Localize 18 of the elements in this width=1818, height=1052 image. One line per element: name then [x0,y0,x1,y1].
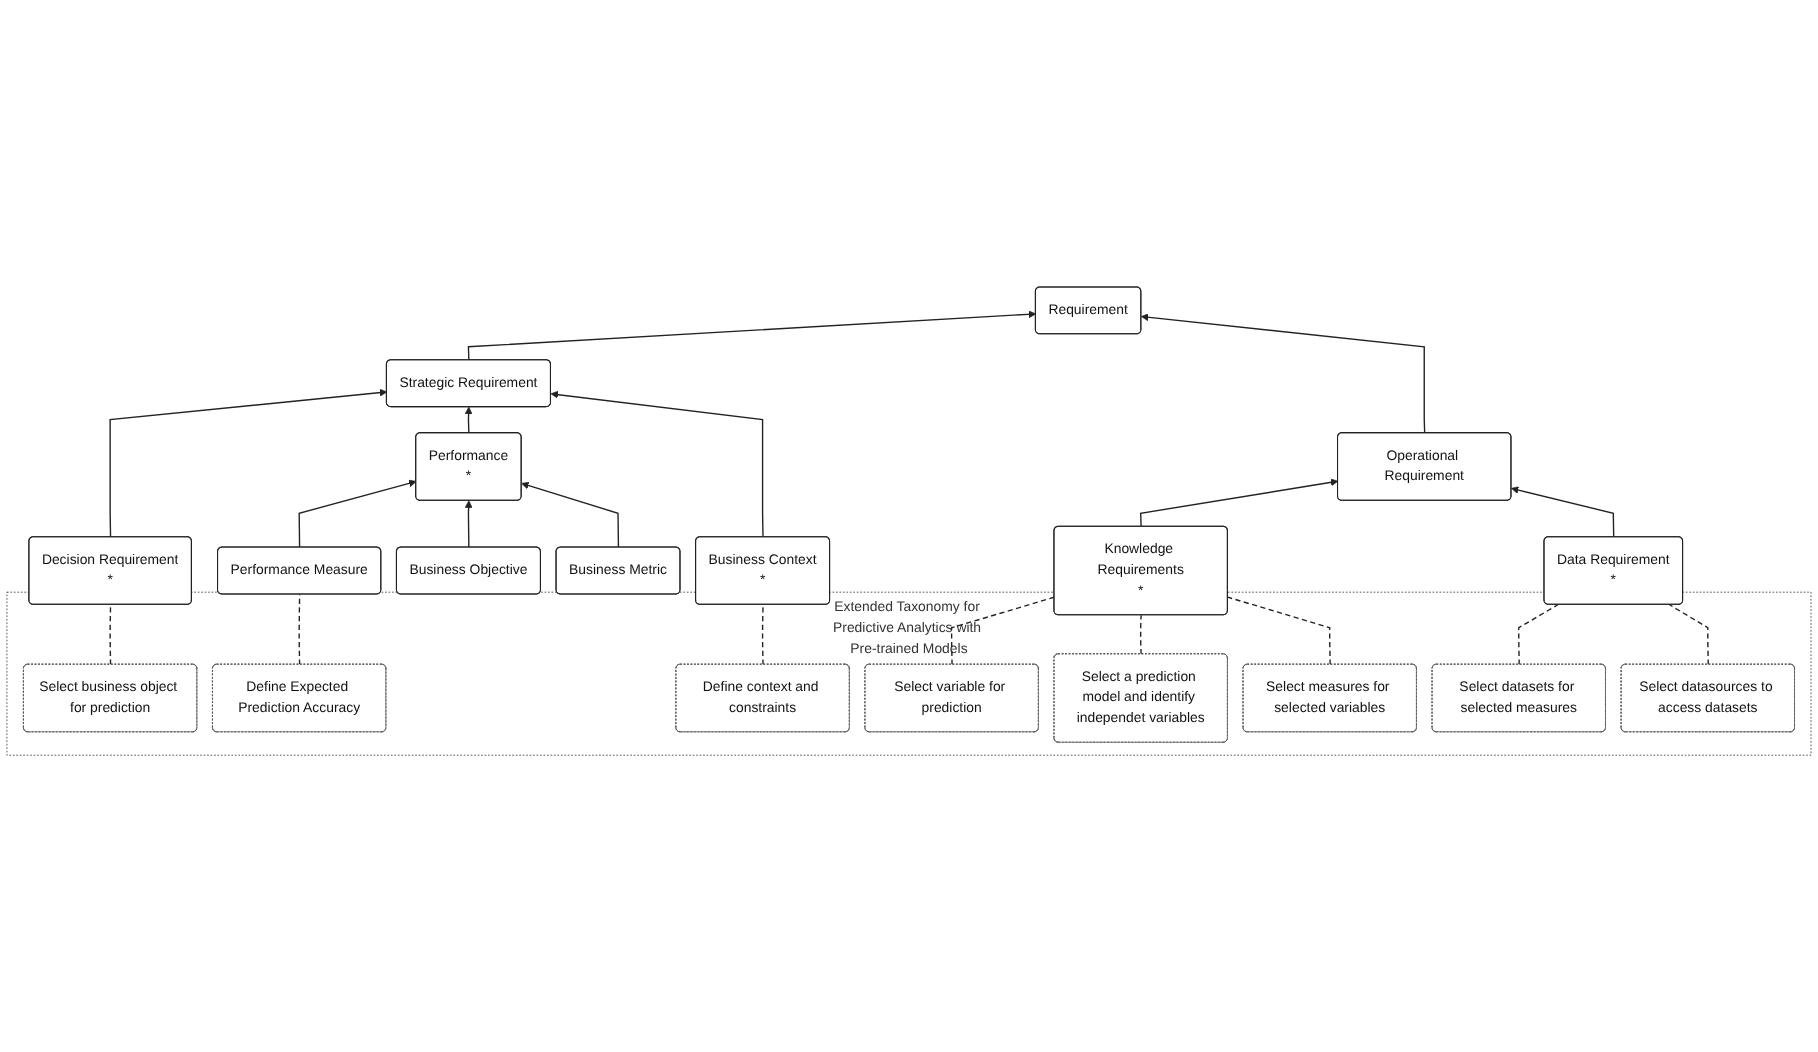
arrow [467,310,1037,361]
connector [1518,603,1559,666]
connector [1668,603,1709,666]
connector [1140,614,1142,655]
arrow [550,390,764,538]
connector [1227,596,1331,666]
connector [950,596,1056,666]
connector [109,603,112,666]
arrow [1511,486,1615,538]
arrow [521,481,620,549]
arrow [464,406,473,434]
arrow [1140,313,1426,434]
arrow [298,479,417,549]
arrow [109,388,388,538]
arrow [464,500,473,549]
arrow [1140,478,1339,528]
connector [298,593,301,666]
connector [761,603,764,666]
